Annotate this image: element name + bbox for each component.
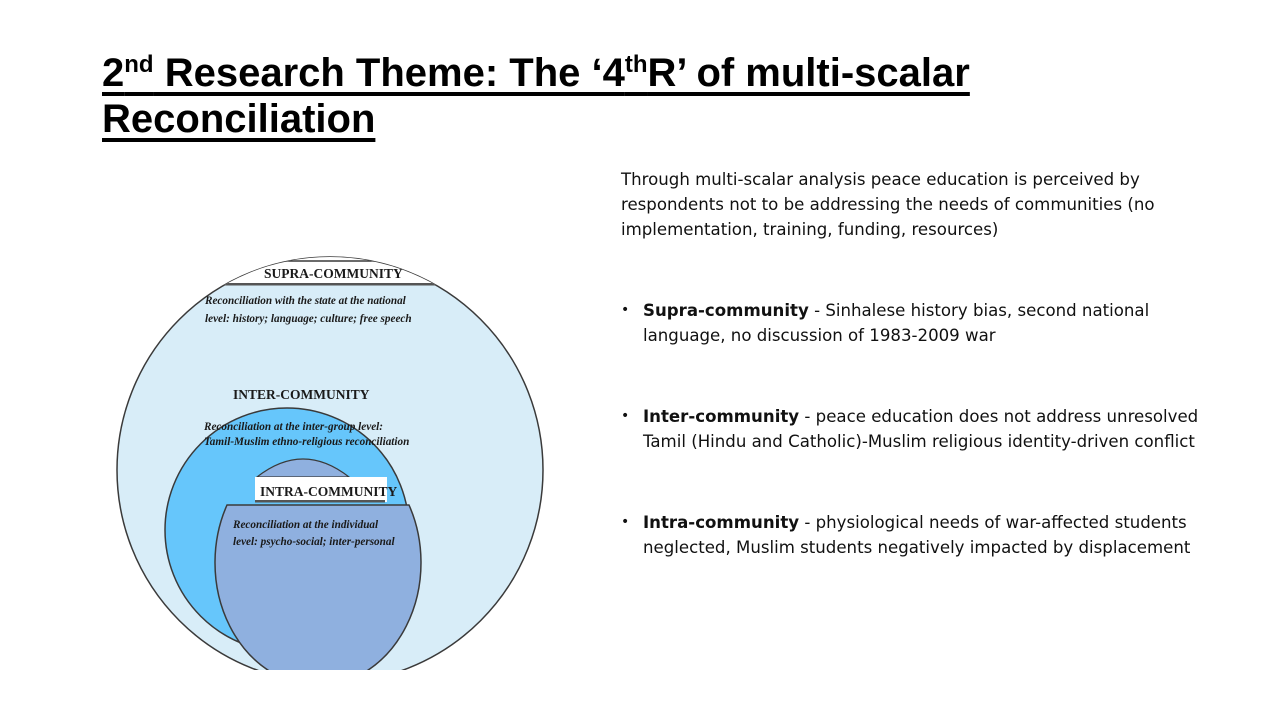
supra-community-heading: SUPRA-COMMUNITY — [264, 266, 403, 281]
supra-community-desc-1: Reconciliation with the state at the nat… — [204, 295, 407, 307]
intro-paragraph: Through multi-scalar analysis peace educ… — [621, 170, 1155, 239]
title-text-b: R’ of multi-scalar Reconciliation — [102, 51, 970, 141]
intra-community-cap — [255, 458, 351, 478]
bullet-text: - peace education does not address unres… — [643, 407, 1199, 451]
bullet-icon: • — [621, 514, 630, 530]
intra-community-desc-1: Reconciliation at the individual — [232, 519, 379, 531]
slide-title: 2nd Research Theme: The ‘4thR’ of multi-… — [102, 50, 1162, 142]
title-text-a: Research Theme: The ‘4 — [153, 51, 625, 95]
bullet-text: - Sinhalese history bias, second nationa… — [643, 301, 1150, 345]
bullet-icon: • — [621, 302, 630, 318]
intra-community-desc-2: level: psycho-social; inter-personal — [233, 536, 395, 548]
inter-community-desc-2: Tamil-Muslim ethno-religious reconciliat… — [204, 436, 409, 448]
inter-community-heading: INTER-COMMUNITY — [233, 387, 370, 402]
inter-community-desc-1: Reconciliation at the inter-group level: — [203, 421, 383, 433]
title-number: 2 — [102, 51, 125, 95]
supra-community-desc-2: level: history; language; culture; free … — [205, 313, 412, 325]
bullet-icon: • — [621, 408, 630, 424]
bullet-supra-community: • Supra-community - Sinhalese history bia… — [621, 298, 1221, 348]
findings-list: • Supra-community - Sinhalese history bia… — [621, 298, 1221, 560]
title-ordinal-suffix: nd — [124, 51, 154, 78]
intra-community-circle — [214, 504, 422, 670]
findings-text-block: Through multi-scalar analysis peace educ… — [621, 167, 1221, 560]
bullet-term: Inter-community — [643, 407, 800, 426]
bullet-inter-community: • Inter-community - peace education does … — [621, 404, 1221, 454]
title-ordinal-suffix-2: th — [624, 51, 648, 78]
bullet-intra-community: • Intra-community - physiological needs o… — [621, 510, 1221, 560]
intra-community-layer: INTRA-COMMUNITY Reconciliation at the in… — [214, 458, 422, 670]
intra-community-heading: INTRA-COMMUNITY — [260, 484, 397, 499]
bullet-term: Supra-community — [643, 301, 809, 320]
reconciliation-diagram: SUPRA-COMMUNITY Reconciliation with the … — [116, 256, 544, 670]
intra-community-header-band — [255, 477, 387, 502]
bullet-text: - physiological needs of war-affected st… — [643, 513, 1191, 557]
bullet-term: Intra-community — [643, 513, 800, 532]
